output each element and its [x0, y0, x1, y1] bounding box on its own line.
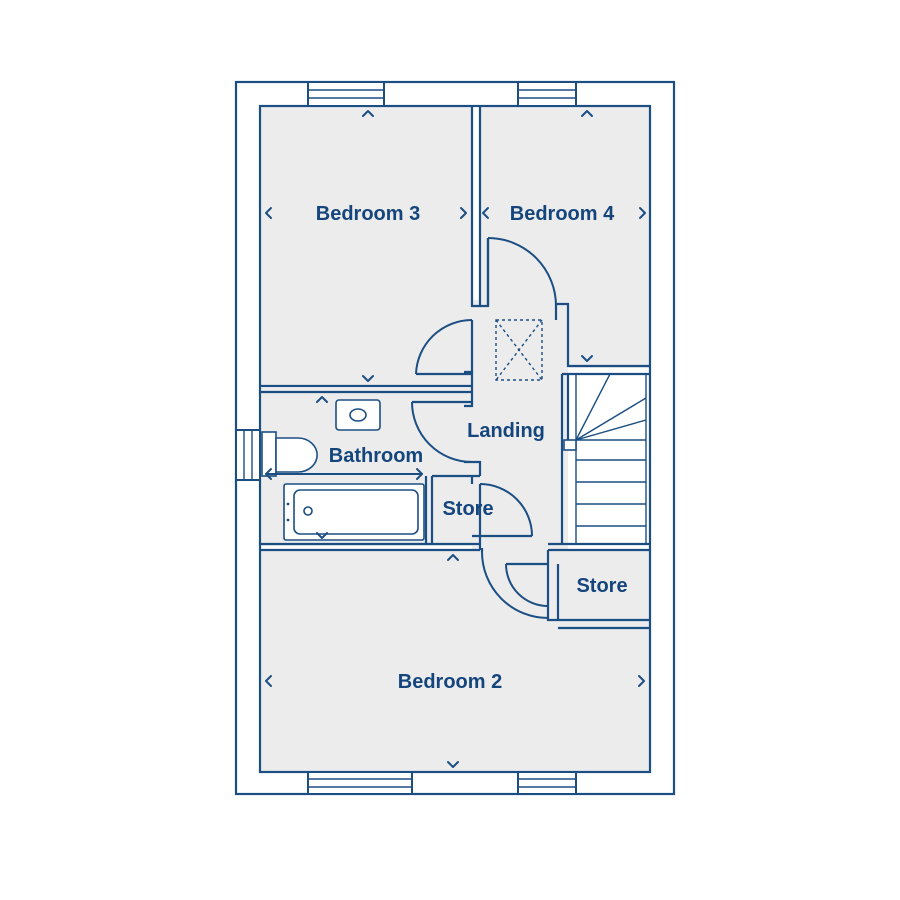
sink-icon [335, 399, 381, 431]
dimension-arrow-icon [362, 375, 374, 382]
dimension-arrow-icon [316, 396, 328, 403]
windows [235, 81, 577, 795]
room-label-store-right: Store [576, 575, 627, 597]
room-labels: Bedroom 3 Bedroom 4 Landing Bathroom Sto… [316, 203, 628, 693]
bath-icon [283, 483, 425, 541]
wall-bathroom-bed2 [260, 542, 480, 552]
room-label-bathroom: Bathroom [329, 445, 423, 467]
loft-hatch-icon [495, 319, 543, 381]
doors [411, 237, 557, 619]
door-icon [486, 237, 557, 307]
door-icon [415, 319, 474, 376]
wall-store-right [546, 550, 650, 630]
room-label-bedroom-2: Bedroom 2 [398, 671, 502, 693]
room-label-bedroom-3: Bedroom 3 [316, 203, 420, 225]
window-icon [517, 81, 577, 107]
door-icon [480, 548, 549, 619]
window-icon [307, 81, 385, 107]
dimension-arrows [265, 110, 646, 768]
dimension-arrow-icon [581, 355, 593, 362]
wall-bed4-bottom [556, 302, 650, 368]
room-label-store-left: Store [442, 498, 493, 520]
window-icon [307, 771, 413, 795]
store-right-floor [558, 564, 650, 620]
window-icon [517, 771, 577, 795]
window-icon [235, 429, 261, 481]
room-label-bedroom-4: Bedroom 4 [510, 203, 615, 225]
dimension-arrow-icon [316, 532, 328, 539]
door-icon [505, 562, 549, 607]
dimension-arrow-icon [265, 207, 272, 219]
dimension-arrow-icon [265, 675, 272, 687]
dimension-arrow-icon [460, 207, 467, 219]
store-left-floor [432, 476, 472, 544]
dimension-arrow-icon [362, 110, 374, 117]
door-icon [411, 400, 473, 463]
wall-bed3-bed4 [470, 106, 482, 308]
dimension-arrow-icon [639, 207, 646, 219]
stair-icon [563, 373, 647, 545]
wall-bed3-bathroom [260, 384, 472, 394]
dimension-arrow-icon [638, 675, 645, 687]
dimension-arrow-icon [447, 761, 459, 768]
dimension-arrow-icon [447, 554, 459, 561]
door-icon [478, 483, 533, 538]
wall-landing-left-upper [464, 370, 474, 408]
wall-stair-left [560, 374, 570, 544]
dimension-arrow-icon [482, 207, 489, 219]
room-label-landing: Landing [467, 420, 545, 442]
dimension-arrow-icon [581, 110, 593, 117]
bedroom-3-floor [260, 106, 472, 386]
